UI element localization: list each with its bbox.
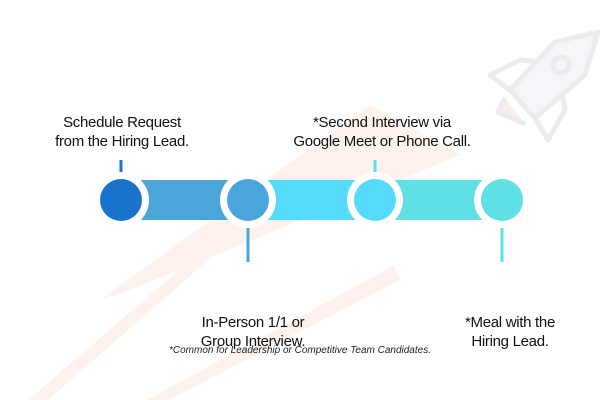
- step-3-line2: Google Meet or Phone Call.: [293, 133, 471, 150]
- step-3-line1: *Second Interview via: [313, 114, 451, 131]
- step-3-label: *Second Interview via Google Meet or Pho…: [262, 113, 502, 151]
- step-3-node: [354, 179, 396, 221]
- step-1-line1: Schedule Request: [63, 114, 181, 131]
- step-2-node: [227, 179, 269, 221]
- step-1-node: [100, 179, 142, 221]
- step-2-line2: Group Interview.: [200, 333, 306, 350]
- step-1-line2: from the Hiring Lead.: [55, 133, 189, 150]
- connector-bar-1: [141, 180, 228, 220]
- rocket-icon: [487, 29, 600, 143]
- step-1-stem: [119, 160, 123, 182]
- footnote: *Common for Leadership or Competitive Te…: [169, 345, 431, 356]
- step-4-line1: *Meal with the: [464, 314, 555, 331]
- step-2-stem: [246, 218, 250, 262]
- connector-bar-2: [268, 180, 355, 220]
- step-1-label: Schedule Request from the Hiring Lead.: [2, 113, 242, 151]
- step-4-label: *Meal with the Hiring Lead.: [390, 313, 600, 351]
- step-4-node: [481, 179, 523, 221]
- connector-bar-3: [395, 180, 482, 220]
- step-3-stem: [373, 160, 377, 182]
- step-4-stem: [500, 218, 504, 262]
- step-2-label: In-Person 1/1 or Group Interview.: [133, 313, 373, 351]
- step-4-line2: Hiring Lead.: [471, 333, 549, 350]
- timeline: [93, 160, 530, 262]
- step-2-line1: In-Person 1/1 or: [201, 314, 305, 331]
